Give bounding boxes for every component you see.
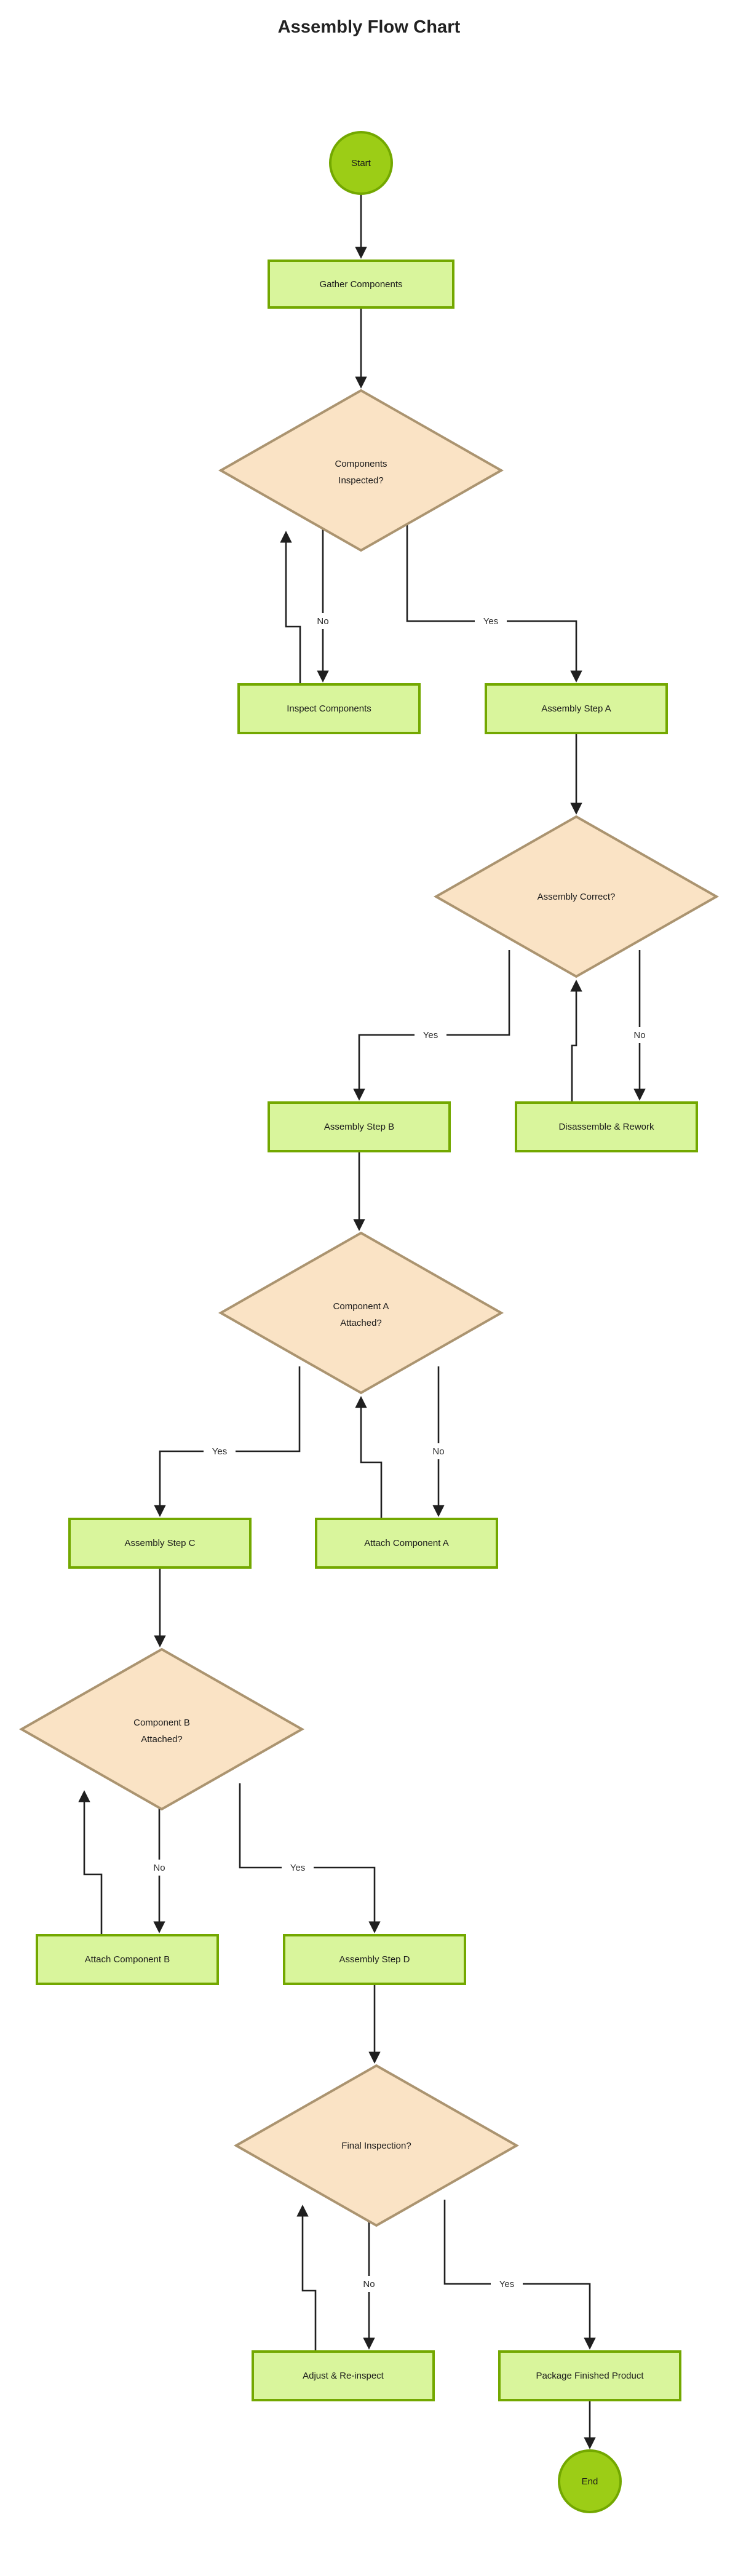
decision-shape[interactable] [233,2064,520,2227]
edge-adjust-back-to-finalinsp [296,2205,317,2352]
process-shape[interactable] [498,2350,681,2401]
node-label-line1: Component B [133,1718,190,1728]
edge-label-text: No [317,616,328,627]
node-assembly-step-c[interactable]: Assembly Step C [68,1518,252,1569]
process-shape[interactable] [252,2350,435,2401]
node-assembly-step-a[interactable]: Assembly Step A [485,683,668,734]
node-label: Inspect Components [287,703,371,714]
edge-label-compa-no: No [426,1443,451,1459]
edge-correct-yes-to-stepb [353,950,510,1101]
edge-label-correct-yes: Yes [415,1027,446,1043]
node-assembly-step-b[interactable]: Assembly Step B [268,1101,451,1152]
edge-finalinsp-yes-to-package [443,2200,596,2350]
edge-compa-yes-to-stepc [154,1366,301,1517]
edge-label-text: No [432,1446,444,1457]
node-label: End [582,2476,598,2487]
node-label: Final Inspection? [341,2141,411,2151]
page-title: Assembly Flow Chart [277,17,461,37]
node-attach-component-a[interactable]: Attach Component A [315,1518,498,1569]
node-label-line2: Attached? [340,1318,382,1328]
process-shape[interactable] [485,683,668,734]
edge-compb-yes-to-stepd [239,1783,381,1933]
process-shape[interactable] [237,683,421,734]
node-assembly-step-d[interactable]: Assembly Step D [283,1934,466,1985]
node-component-b-attached[interactable]: Component B Attached? [18,1647,305,1811]
node-label: Assembly Step D [339,1954,410,1965]
node-attach-component-b[interactable]: Attach Component B [36,1934,219,1985]
node-label: Assembly Correct? [538,892,616,902]
end-terminator-shape[interactable] [558,2449,622,2513]
edge-label-compb-yes: Yes [282,1860,314,1876]
decision-shape[interactable] [218,389,504,552]
process-shape[interactable] [268,260,454,309]
node-final-inspection[interactable]: Final Inspection? [233,2064,520,2227]
node-components-inspected[interactable]: Components Inspected? [218,389,504,552]
node-label-line1: Components [335,459,387,469]
edge-attachb-back-to-compb [78,1790,103,1935]
process-shape[interactable] [268,1101,451,1152]
node-package-finished-product[interactable]: Package Finished Product [498,2350,681,2401]
node-start[interactable]: Start [329,131,393,195]
node-label-line2: Attached? [141,1734,183,1745]
node-label-line1: Component A [333,1301,389,1312]
edge-label-inspected-yes: Yes [475,613,507,629]
edge-label-text: No [153,1863,165,1873]
edge-label-text: No [633,1030,645,1040]
edge-label-finalinsp-yes: Yes [491,2276,523,2292]
edge-rework-back-to-correct [570,980,582,1103]
decision-shape[interactable] [18,1647,305,1811]
process-shape[interactable] [283,1934,466,1985]
node-gather-components[interactable]: Gather Components [268,260,454,309]
node-label: Assembly Step C [124,1538,195,1548]
process-shape[interactable] [515,1101,698,1152]
edge-label-finalinsp-no: No [357,2276,381,2292]
process-shape[interactable] [36,1934,219,1985]
node-inspect-components[interactable]: Inspect Components [237,683,421,734]
node-adjust-reinspect[interactable]: Adjust & Re-inspect [252,2350,435,2401]
decision-shape[interactable] [433,815,720,978]
node-label: Assembly Step A [541,703,611,714]
node-label: Assembly Step B [324,1122,394,1132]
node-label: Attach Component A [364,1538,449,1548]
process-shape[interactable] [68,1518,252,1569]
node-end[interactable]: End [558,2449,622,2513]
edge-label-text: Yes [483,616,498,627]
node-label: Gather Components [319,279,402,290]
edge-label-text: Yes [212,1446,227,1457]
node-label: Attach Component B [85,1954,170,1965]
edge-inspected-yes-to-stepa [406,525,582,683]
edge-label-compa-yes: Yes [204,1443,236,1459]
edge-attacha-back-to-compa [355,1396,383,1519]
node-label: Start [351,158,371,168]
edge-label-correct-no: No [627,1027,652,1043]
edge-label-layer: No Yes Yes No Yes No [147,613,652,2292]
edge-inspect-back-to-inspected [280,531,301,684]
node-label-line2: Inspected? [338,475,383,486]
node-label: Adjust & Re-inspect [303,2371,384,2381]
edge-label-compb-no: No [147,1860,172,1876]
node-component-a-attached[interactable]: Component A Attached? [218,1231,504,1395]
start-terminator-shape[interactable] [329,131,393,195]
process-shape[interactable] [315,1518,498,1569]
decision-shape[interactable] [218,1231,504,1395]
node-assembly-correct[interactable]: Assembly Correct? [433,815,720,978]
edge-label-text: Yes [423,1030,438,1040]
edge-label-text: No [363,2279,375,2289]
node-label: Package Finished Product [536,2371,644,2381]
edge-label-text: Yes [290,1863,305,1873]
node-disassemble-rework[interactable]: Disassemble & Rework [515,1101,698,1152]
edge-label-inspected-no: No [311,613,335,629]
edge-label-text: Yes [499,2279,514,2289]
node-label: Disassemble & Rework [558,1122,654,1132]
